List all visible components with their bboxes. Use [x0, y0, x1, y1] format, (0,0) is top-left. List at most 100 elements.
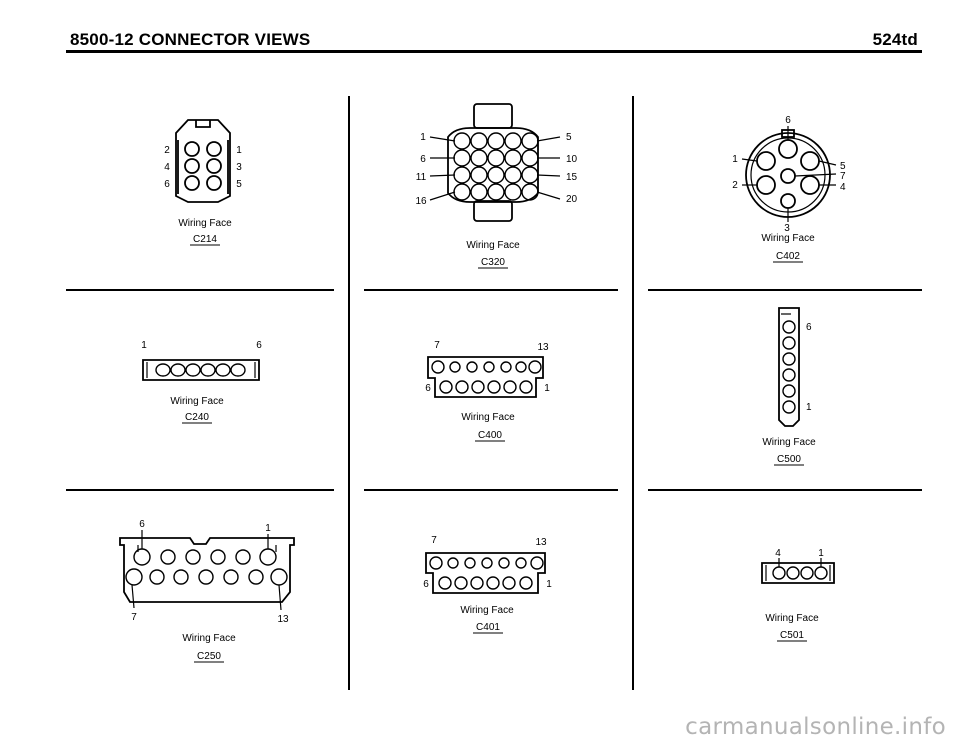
c400-label-pin-13: 13: [537, 342, 549, 353]
c501-face-label: Wiring Face: [765, 613, 819, 624]
c320-bottom-tab: [473, 200, 513, 222]
c214-pin-4: [184, 158, 200, 174]
connector-c401: [425, 552, 546, 594]
c402-label-pin-4: 4: [840, 182, 846, 193]
c501-id: C501: [780, 630, 804, 641]
c214-housing: [175, 119, 231, 203]
c402-pin-5: [800, 151, 820, 171]
c400-cavities: [431, 360, 542, 394]
c320-top-tab: [473, 103, 513, 129]
c401-label-pin-6: 6: [423, 579, 429, 590]
c402-label-pin-5: 5: [840, 161, 846, 172]
c501-label-pin-4: 4: [775, 548, 781, 559]
connector-c500: [778, 307, 800, 427]
c402-pin-3: [780, 193, 796, 209]
header-rule: [66, 50, 922, 53]
c320-label-pin-1: 1: [420, 132, 426, 143]
c402-label-pin-3: 3: [784, 223, 790, 234]
c400-label-pin-6: 6: [425, 383, 431, 394]
model-code: 524td: [872, 30, 918, 49]
connector-c240: [142, 359, 260, 381]
c214-label-pin-5: 5: [236, 179, 242, 190]
c250-id: C250: [197, 651, 221, 662]
c250-label-pin-1: 1: [265, 523, 271, 534]
c250-leader-lines: [131, 530, 282, 611]
c501-cavities: [772, 566, 828, 580]
c402-pin-2: [756, 175, 776, 195]
c500-face-label: Wiring Face: [762, 437, 816, 448]
c401-housing: [425, 552, 546, 594]
c400-face-label: Wiring Face: [461, 412, 515, 423]
connector-c402: [741, 126, 837, 222]
c250-label-pin-13: 13: [277, 614, 289, 625]
connector-c214: [175, 119, 231, 203]
c320-label-pin-11: 11: [416, 172, 427, 183]
c400-id: C400: [478, 430, 502, 441]
c320-label-pin-10: 10: [566, 154, 578, 165]
watermark: carmanualsonline.info: [685, 714, 946, 740]
c500-cavities: [782, 320, 796, 414]
c402-face-label: Wiring Face: [761, 233, 815, 244]
c401-id: C401: [476, 622, 500, 633]
c320-label-pin-16: 16: [415, 196, 427, 207]
c320-label-pin-5: 5: [566, 132, 572, 143]
c400-housing: [427, 356, 544, 398]
c401-cavities: [429, 556, 544, 590]
c214-pin-1: [206, 141, 222, 157]
c500-housing: [778, 307, 800, 427]
c501-label-pin-1: 1: [818, 548, 824, 559]
page-title: 8500-12 CONNECTOR VIEWS: [70, 30, 311, 49]
connector-c400: [427, 356, 544, 398]
c320-label-pin-20: 20: [566, 194, 578, 205]
c402-label-pin-2: 2: [732, 180, 738, 191]
c214-latch: [195, 120, 211, 128]
c400-label-pin-7: 7: [434, 340, 440, 351]
c401-label-pin-13: 13: [535, 537, 547, 548]
c320-cavity-grid: [453, 132, 539, 201]
c250-label-pin-7: 7: [131, 612, 137, 623]
c500-id: C500: [777, 454, 801, 465]
c214-label-pin-2: 2: [164, 145, 170, 156]
c214-id: C214: [193, 234, 217, 245]
c401-face-label: Wiring Face: [460, 605, 514, 616]
c250-face-label: Wiring Face: [182, 633, 236, 644]
c240-cavities: [155, 363, 246, 377]
c501-housing: [761, 562, 835, 584]
c501-leader-lines: [778, 558, 822, 567]
c402-pin-7: [780, 168, 796, 184]
c214-pin-5: [206, 175, 222, 191]
c320-label-pin-6: 6: [420, 154, 426, 165]
c214-label-pin-3: 3: [236, 162, 242, 173]
c320-face-label: Wiring Face: [466, 240, 520, 251]
c240-housing: [142, 359, 260, 381]
c402-label-pin-7: 7: [840, 171, 846, 182]
connector-c501: [761, 558, 835, 584]
c401-label-pin-7: 7: [431, 535, 437, 546]
connector-c320: [429, 103, 561, 222]
c250-housing: [119, 537, 295, 603]
c320-label-pin-15: 15: [566, 172, 578, 183]
c402-pin-1: [756, 151, 776, 171]
c214-pin-6: [184, 175, 200, 191]
c402-id: C402: [776, 251, 800, 262]
c402-label-pin-6: 6: [785, 115, 791, 126]
c402-label-pin-1: 1: [732, 154, 738, 165]
c500-label-pin-1: 1: [806, 402, 812, 413]
c214-label-pin-6: 6: [164, 179, 170, 190]
c240-face-label: Wiring Face: [170, 396, 224, 407]
c401-label-pin-1: 1: [546, 579, 552, 590]
c320-leader-lines: [429, 136, 561, 201]
c250-label-pin-6: 6: [139, 519, 145, 530]
c240-id: C240: [185, 412, 209, 423]
c214-label-pin-4: 4: [164, 162, 170, 173]
c240-label-pin-6: 6: [256, 340, 262, 351]
c214-pin-2: [184, 141, 200, 157]
c240-label-pin-1: 1: [141, 340, 147, 351]
c402-pin-4: [800, 175, 820, 195]
connector-c250: [119, 530, 295, 611]
grid-dividers: [66, 96, 922, 690]
c320-id: C320: [481, 257, 505, 268]
c402-leader-lines: [741, 126, 837, 222]
c214-label-pin-1: 1: [236, 145, 242, 156]
